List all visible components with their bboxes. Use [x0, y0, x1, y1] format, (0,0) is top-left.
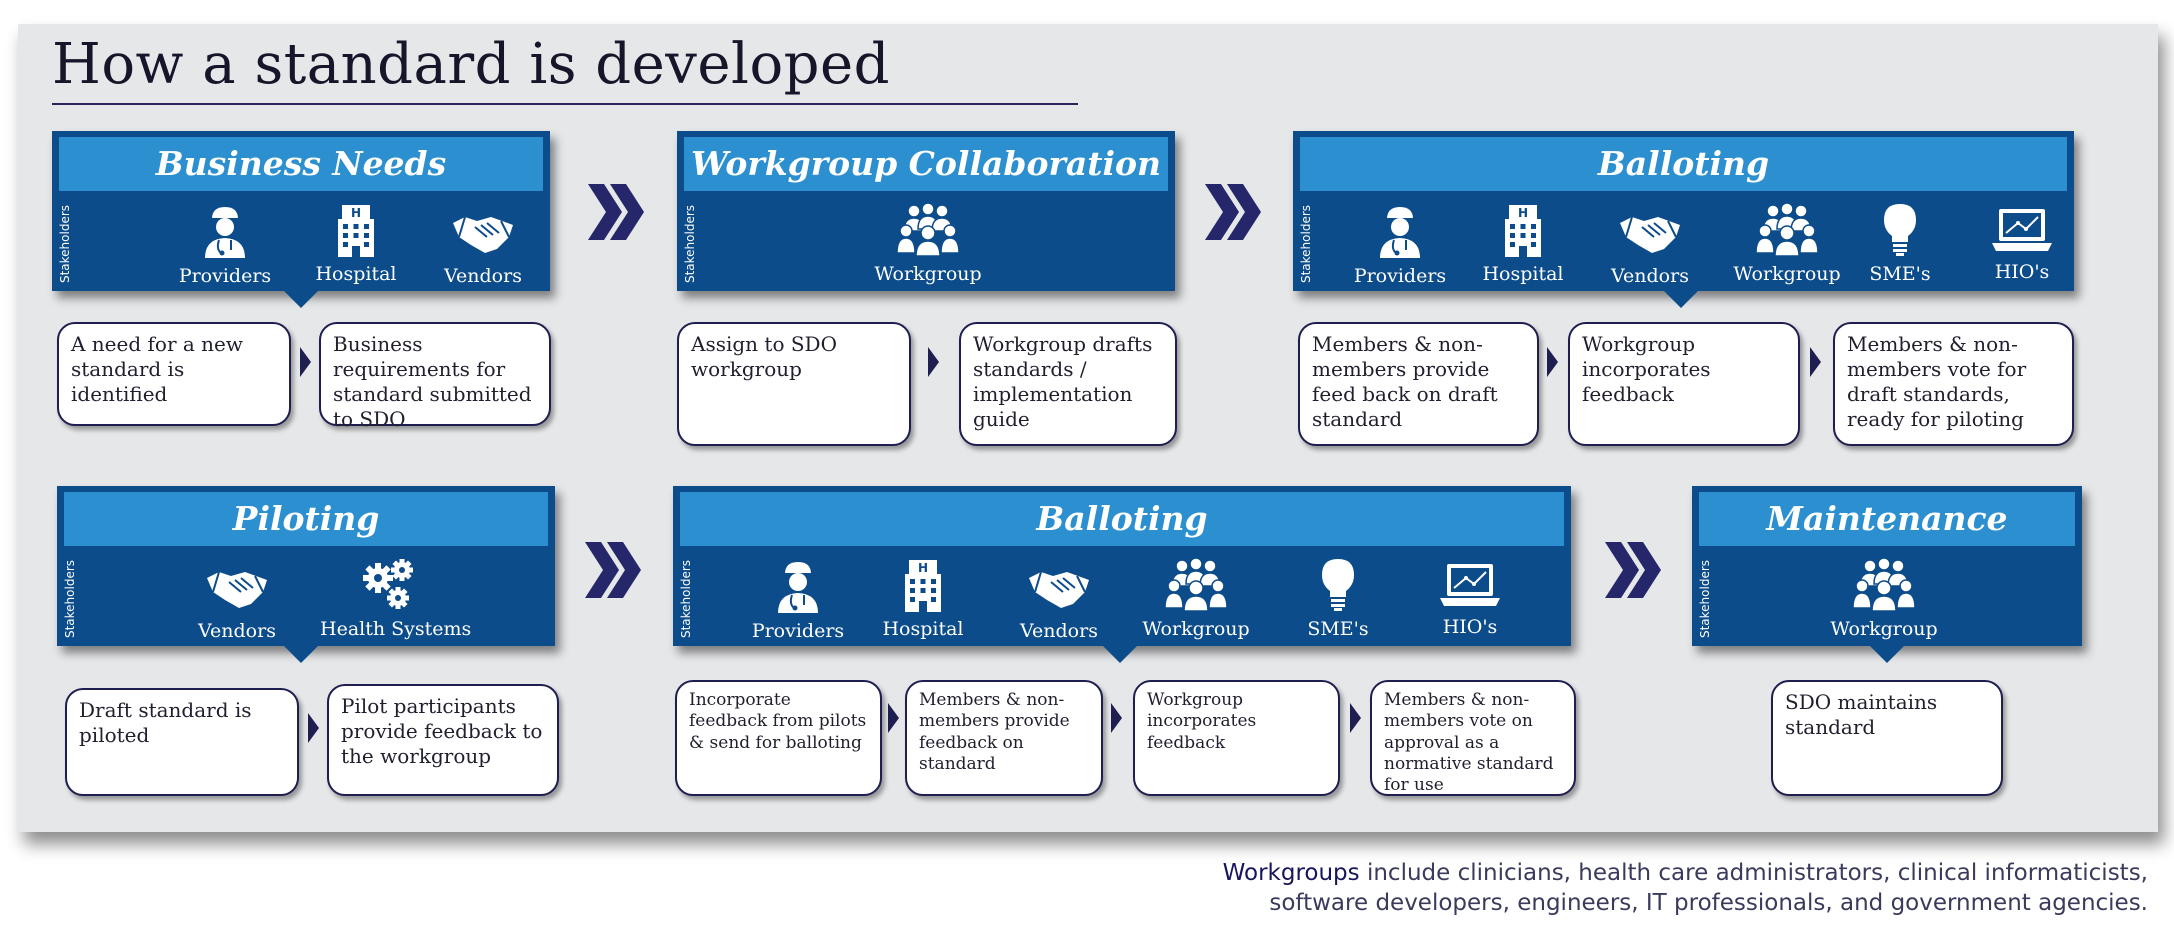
stakeholder-vendors: Vendors — [413, 209, 553, 287]
laptop-icon — [1990, 205, 2054, 255]
stakeholder-smes: SME's — [1830, 201, 1970, 285]
footnote-line-1-text: include clinicians, health care administ… — [1359, 860, 2148, 886]
stakeholder-providers: Providers — [728, 558, 868, 642]
stage-business-needs: Business Needs Stakeholders Providers Ho… — [52, 131, 550, 291]
doctor-icon — [1375, 203, 1425, 259]
stakeholder-hios: HIO's — [1952, 205, 2092, 283]
doctor-icon — [200, 203, 250, 259]
stage-pointer — [283, 645, 319, 663]
hospital-icon — [901, 556, 945, 612]
stakeholder-hospital: Hospital — [286, 201, 426, 285]
arrow-right-icon — [308, 713, 319, 743]
arrow-right-icon — [1350, 703, 1361, 733]
stakeholder-workgroup: Workgroup — [1814, 556, 1954, 640]
footnote-line-1: Workgroups include clinicians, health ca… — [1223, 858, 2148, 888]
stage-title: Piloting — [64, 492, 548, 546]
chevron-right-icon — [586, 182, 646, 246]
arrow-right-icon — [300, 347, 311, 377]
handshake-icon — [205, 564, 269, 612]
gears-icon — [360, 556, 420, 612]
doctor-icon — [773, 558, 823, 614]
step-box: Draft standard is piloted — [65, 688, 299, 796]
stakeholders-label: Stakeholders — [58, 204, 73, 284]
stakeholder-vendors: Vendors — [1580, 209, 1720, 287]
stakeholder-providers: Providers — [155, 203, 295, 287]
stage-title: Workgroup Collaboration — [684, 137, 1168, 191]
arrow-right-icon — [1810, 347, 1821, 377]
stakeholder-workgroup: Workgroup — [1717, 201, 1857, 285]
step-box: Members & non-members provide feedback o… — [905, 680, 1103, 796]
stakeholder-health-systems: Health Systems — [320, 556, 471, 640]
stage-title: Balloting — [680, 492, 1564, 546]
hospital-icon — [1501, 201, 1545, 257]
people-group-icon — [1852, 556, 1916, 612]
step-box: Members & non-members provide feed back … — [1298, 322, 1539, 446]
stakeholder-smes: SME's — [1268, 556, 1408, 640]
people-group-icon — [1755, 201, 1819, 257]
stakeholder-workgroup: Workgroup — [858, 201, 998, 285]
step-box: Workgroup incorporates feedback — [1568, 322, 1800, 446]
step-box: Members & non-members vote for draft sta… — [1833, 322, 2074, 446]
step-box: SDO maintains standard — [1771, 680, 2003, 796]
stage-pointer — [1102, 645, 1138, 663]
stage-title: Balloting — [1300, 137, 2067, 191]
stage-title: Business Needs — [59, 137, 543, 191]
step-box: Workgroup incorporates feedback — [1133, 680, 1340, 796]
stage-title: Maintenance — [1699, 492, 2075, 546]
stakeholder-hospital: Hospital — [1453, 201, 1593, 285]
stage-workgroup-collaboration: Workgroup Collaboration Stakeholders Wor… — [677, 131, 1175, 291]
step-box: Members & non-members vote on approval a… — [1370, 680, 1576, 796]
stage-pointer — [1663, 290, 1699, 308]
stakeholders-label: Stakeholders — [683, 204, 698, 284]
chevron-right-icon — [1203, 182, 1263, 246]
stakeholders-label: Stakeholders — [679, 559, 694, 639]
stakeholder-vendors: Vendors — [167, 564, 307, 642]
stage-maintenance: Maintenance Stakeholders Workgroup — [1692, 486, 2082, 646]
step-box: A need for a new standard is identified — [57, 322, 291, 426]
people-group-icon — [896, 201, 960, 257]
stage-pointer — [283, 290, 319, 308]
arrow-right-icon — [1111, 703, 1122, 733]
step-box: Incorporate feedback from pilots & send … — [675, 680, 882, 796]
stakeholder-vendors: Vendors — [989, 564, 1129, 642]
step-box: Pilot participants provide feedback to t… — [327, 684, 559, 796]
arrow-right-icon — [928, 347, 939, 377]
arrow-right-icon — [1547, 347, 1558, 377]
stage-pointer — [1869, 645, 1905, 663]
chevron-right-icon — [583, 540, 643, 604]
chevron-right-icon — [1603, 540, 1663, 604]
step-box: Workgroup drafts standards / implementat… — [959, 322, 1177, 446]
laptop-icon — [1438, 560, 1502, 610]
stakeholder-workgroup: Workgroup — [1126, 556, 1266, 640]
stakeholders-label: Stakeholders — [63, 559, 78, 639]
title-underline — [52, 103, 1078, 105]
stakeholder-providers: Providers — [1330, 203, 1470, 287]
stakeholders-label: Stakeholders — [1698, 559, 1713, 639]
footnote-emphasis: Workgroups — [1222, 860, 1360, 886]
lightbulb-icon — [1318, 556, 1358, 612]
step-box: Business requirements for standard submi… — [319, 322, 551, 431]
stakeholder-hios: HIO's — [1400, 560, 1540, 638]
step-box: Assign to SDO workgroup — [677, 322, 911, 446]
footnote-line-2: software developers, engineers, IT profe… — [1269, 890, 2148, 916]
handshake-icon — [451, 209, 515, 257]
footnote: Workgroups include clinicians, health ca… — [1223, 858, 2148, 918]
people-group-icon — [1164, 556, 1228, 612]
page-title: How a standard is developed — [52, 32, 890, 97]
arrow-right-icon — [888, 703, 899, 733]
lightbulb-icon — [1880, 201, 1920, 257]
stage-piloting: Piloting Stakeholders Vendors Health Sys… — [57, 486, 555, 646]
hospital-icon — [334, 201, 378, 257]
stage-balloting-2: Balloting Stakeholders Providers Hospita… — [673, 486, 1571, 646]
handshake-icon — [1618, 209, 1682, 257]
stage-balloting-1: Balloting Stakeholders Providers Hospita… — [1293, 131, 2074, 291]
stakeholders-label: Stakeholders — [1299, 204, 1314, 284]
stakeholder-hospital: Hospital — [853, 556, 993, 640]
handshake-icon — [1027, 564, 1091, 612]
